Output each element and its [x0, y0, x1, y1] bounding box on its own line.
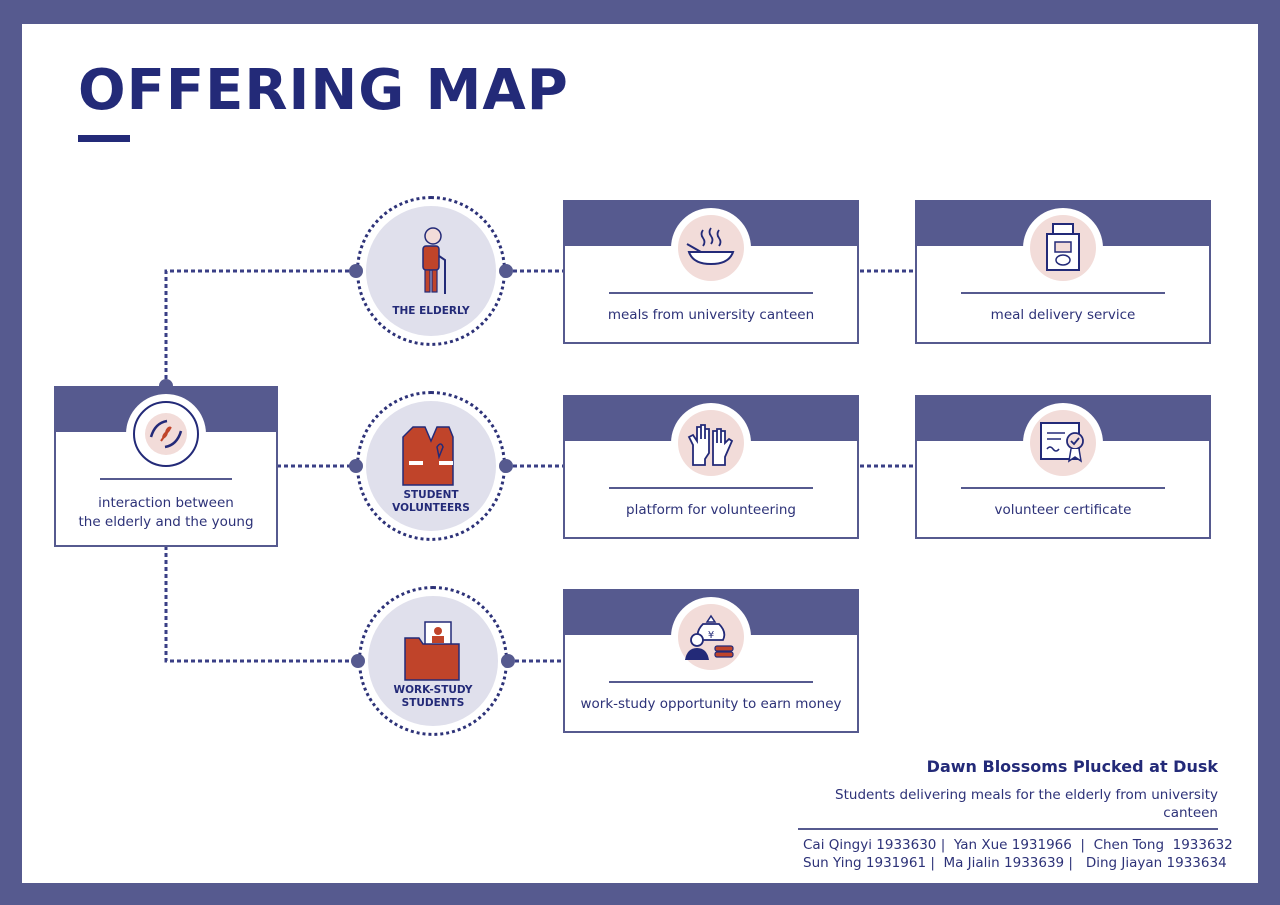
card-rule: [609, 681, 813, 683]
root-label-line2: the elderly and the young: [78, 514, 254, 530]
steaming-dish-icon: [678, 215, 744, 281]
badge: [1023, 208, 1103, 288]
card-rule: [961, 292, 1165, 294]
certificate-icon: [1030, 410, 1096, 476]
node-label: WORK-STUDY STUDENTS: [368, 684, 498, 710]
badge: [126, 394, 206, 474]
offering-card-meals: meals from university canteen: [563, 200, 859, 344]
connector-dot: [501, 654, 515, 668]
node-label-line1: WORK-STUDY: [393, 684, 473, 696]
node-label: STUDENT VOLUNTEERS: [366, 489, 496, 515]
card-rule: [609, 487, 813, 489]
card-rule: [609, 292, 813, 294]
project-subtitle: Students delivering meals for the elderl…: [798, 786, 1218, 830]
node-label: THE ELDERLY: [392, 305, 470, 317]
connector-dot: [349, 264, 363, 278]
root-label: interaction between the elderly and the …: [56, 494, 276, 532]
connector-dot: [159, 379, 173, 393]
node-label-line2: VOLUNTEERS: [392, 502, 470, 514]
root-label-line1: interaction between: [98, 495, 234, 511]
node-label-line1: STUDENT: [403, 489, 459, 501]
offering-label: meals from university canteen: [607, 307, 815, 323]
credits: Dawn Blossoms Plucked at Dusk Students d…: [798, 756, 1233, 872]
delivery-bag-icon: [1030, 215, 1096, 281]
team-names-line1: Cai Qingyi 1933630 | Yan Xue 1931966 | C…: [803, 837, 1233, 853]
elderly-person-icon: [422, 227, 446, 294]
connector-root-workstudy: [164, 546, 356, 663]
page-title: OFFERING MAP: [78, 58, 569, 123]
money-bag-worker-icon: ¥: [678, 604, 744, 670]
connector-dot: [499, 459, 513, 473]
card-rule: [961, 487, 1165, 489]
offering-card-delivery: meal delivery service: [915, 200, 1211, 344]
raised-hands-icon: [678, 410, 744, 476]
connector-dot: [351, 654, 365, 668]
node-label-line2: STUDENTS: [401, 697, 465, 709]
project-title: Dawn Blossoms Plucked at Dusk: [926, 757, 1218, 776]
offering-card-work-study: ¥ work-study opportunity to earn money: [563, 589, 859, 733]
connector-dot: [349, 459, 363, 473]
team-names-line2: Sun Ying 1931961 | Ma Jialin 1933639 | D…: [803, 855, 1227, 871]
team-names: Cai Qingyi 1933630 | Yan Xue 1931966 | C…: [798, 836, 1233, 872]
svg-text:¥: ¥: [708, 630, 714, 641]
badge: ¥: [671, 597, 751, 677]
offering-label: platform for volunteering: [626, 502, 796, 518]
connector-dot: [499, 264, 513, 278]
title-underline: [78, 135, 130, 142]
hands-wheat-icon: [133, 401, 199, 467]
badge: [671, 403, 751, 483]
folder-id-icon: [404, 621, 460, 681]
offering-label: work-study opportunity to earn money: [580, 696, 842, 712]
node-student-volunteers: STUDENT VOLUNTEERS: [356, 391, 506, 541]
offering-label: volunteer certificate: [994, 502, 1132, 518]
offering-card-platform: platform for volunteering: [563, 395, 859, 539]
badge: [671, 208, 751, 288]
offering-label: meal delivery service: [990, 307, 1136, 323]
volunteer-vest-icon: [402, 426, 454, 486]
root-card: interaction between the elderly and the …: [54, 386, 278, 547]
node-work-study-students: WORK-STUDY STUDENTS: [358, 586, 508, 736]
card-rule: [100, 478, 232, 480]
connector-root-elderly: [164, 269, 356, 386]
badge: [1023, 403, 1103, 483]
node-the-elderly: THE ELDERLY: [356, 196, 506, 346]
offering-card-certificate: volunteer certificate: [915, 395, 1211, 539]
